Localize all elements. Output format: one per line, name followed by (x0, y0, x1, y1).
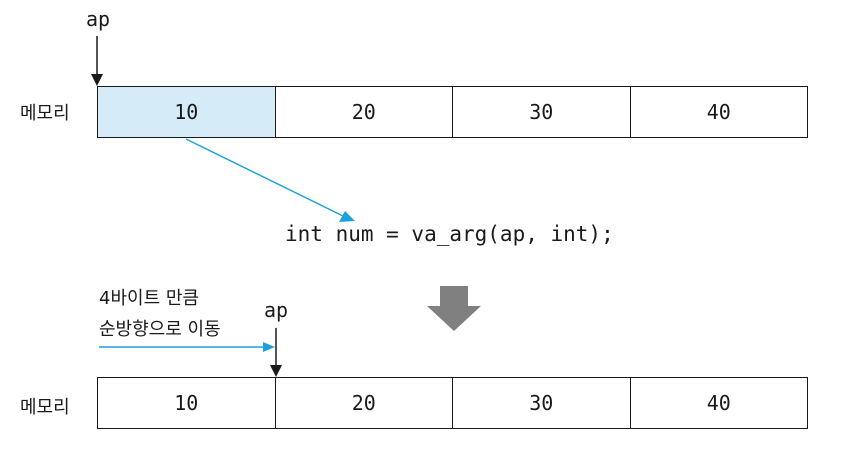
bottom-memory-cell-3: 30 (452, 378, 630, 428)
top-memory-cell-4: 40 (629, 87, 808, 137)
down-arrow-icon (427, 286, 481, 331)
bottom-row-label: 메모리 (20, 397, 70, 418)
move-note-line1: 4바이트 만큼 (99, 288, 199, 309)
top-memory-cell-2: 20 (274, 87, 453, 137)
top-memory-cell-3: 30 (452, 87, 630, 137)
bottom-pointer-label: ap (264, 298, 289, 322)
bottom-memory-cell-2: 20 (274, 378, 453, 428)
top-memory-cell-1: 10 (98, 87, 275, 137)
top-pointer-label: ap (86, 7, 111, 31)
bottom-memory-cell-1: 10 (174, 391, 199, 415)
bottom-memory-cell-4: 40 (629, 378, 808, 428)
code-statement: int num = va_arg(ap, int); (285, 222, 614, 246)
move-forward-arrow (99, 342, 275, 352)
move-note-line2: 순방향으로 이동 (99, 319, 221, 340)
top-memory-row: 10 20 30 40 (97, 86, 808, 138)
read-value-arrow (185, 138, 355, 222)
bottom-memory-row: 10 20 30 40 (97, 377, 808, 429)
top-pointer-arrow (91, 36, 103, 86)
top-row-label: 메모리 (20, 103, 70, 124)
bottom-pointer-arrow (270, 328, 282, 377)
